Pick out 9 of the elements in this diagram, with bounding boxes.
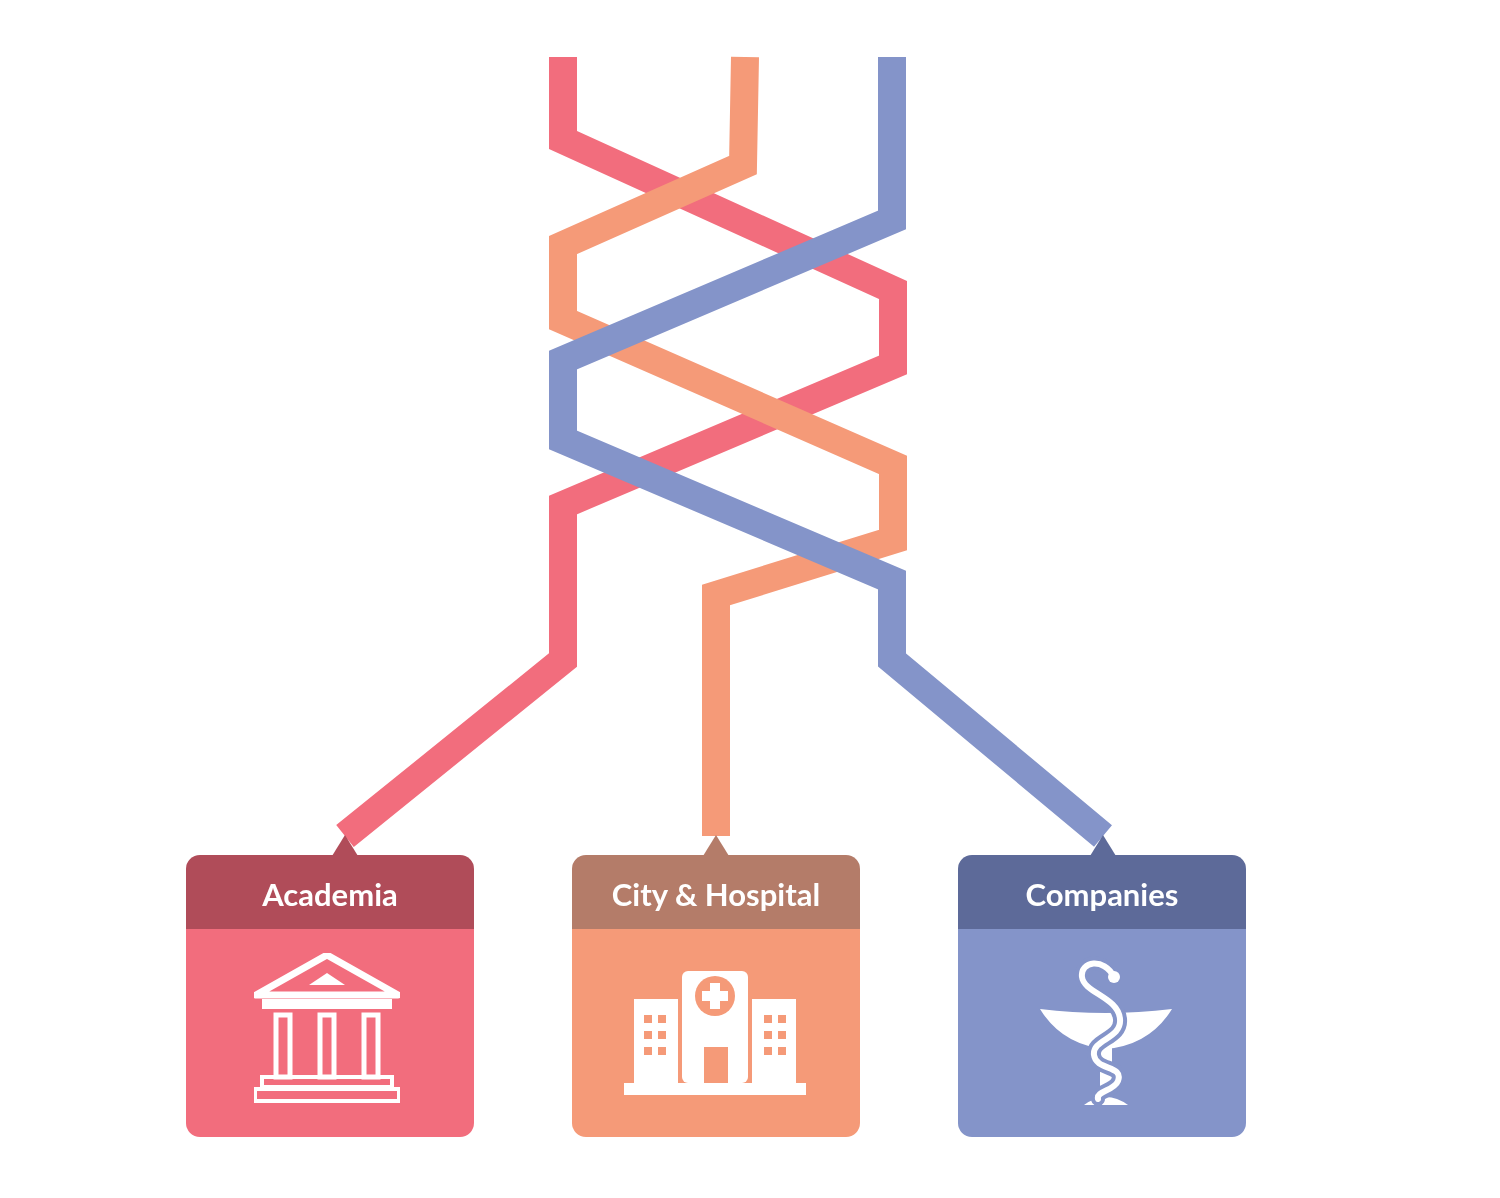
card-title: City & Hospital <box>572 855 860 929</box>
category-card <box>572 835 860 1137</box>
card-title: Academia <box>186 855 474 929</box>
card-title: Companies <box>958 855 1246 929</box>
ribbon-line <box>549 56 907 836</box>
category-card <box>186 835 474 1137</box>
category-card <box>958 835 1246 1137</box>
ribbon-line <box>336 57 907 847</box>
ribbon-line <box>549 57 1112 847</box>
